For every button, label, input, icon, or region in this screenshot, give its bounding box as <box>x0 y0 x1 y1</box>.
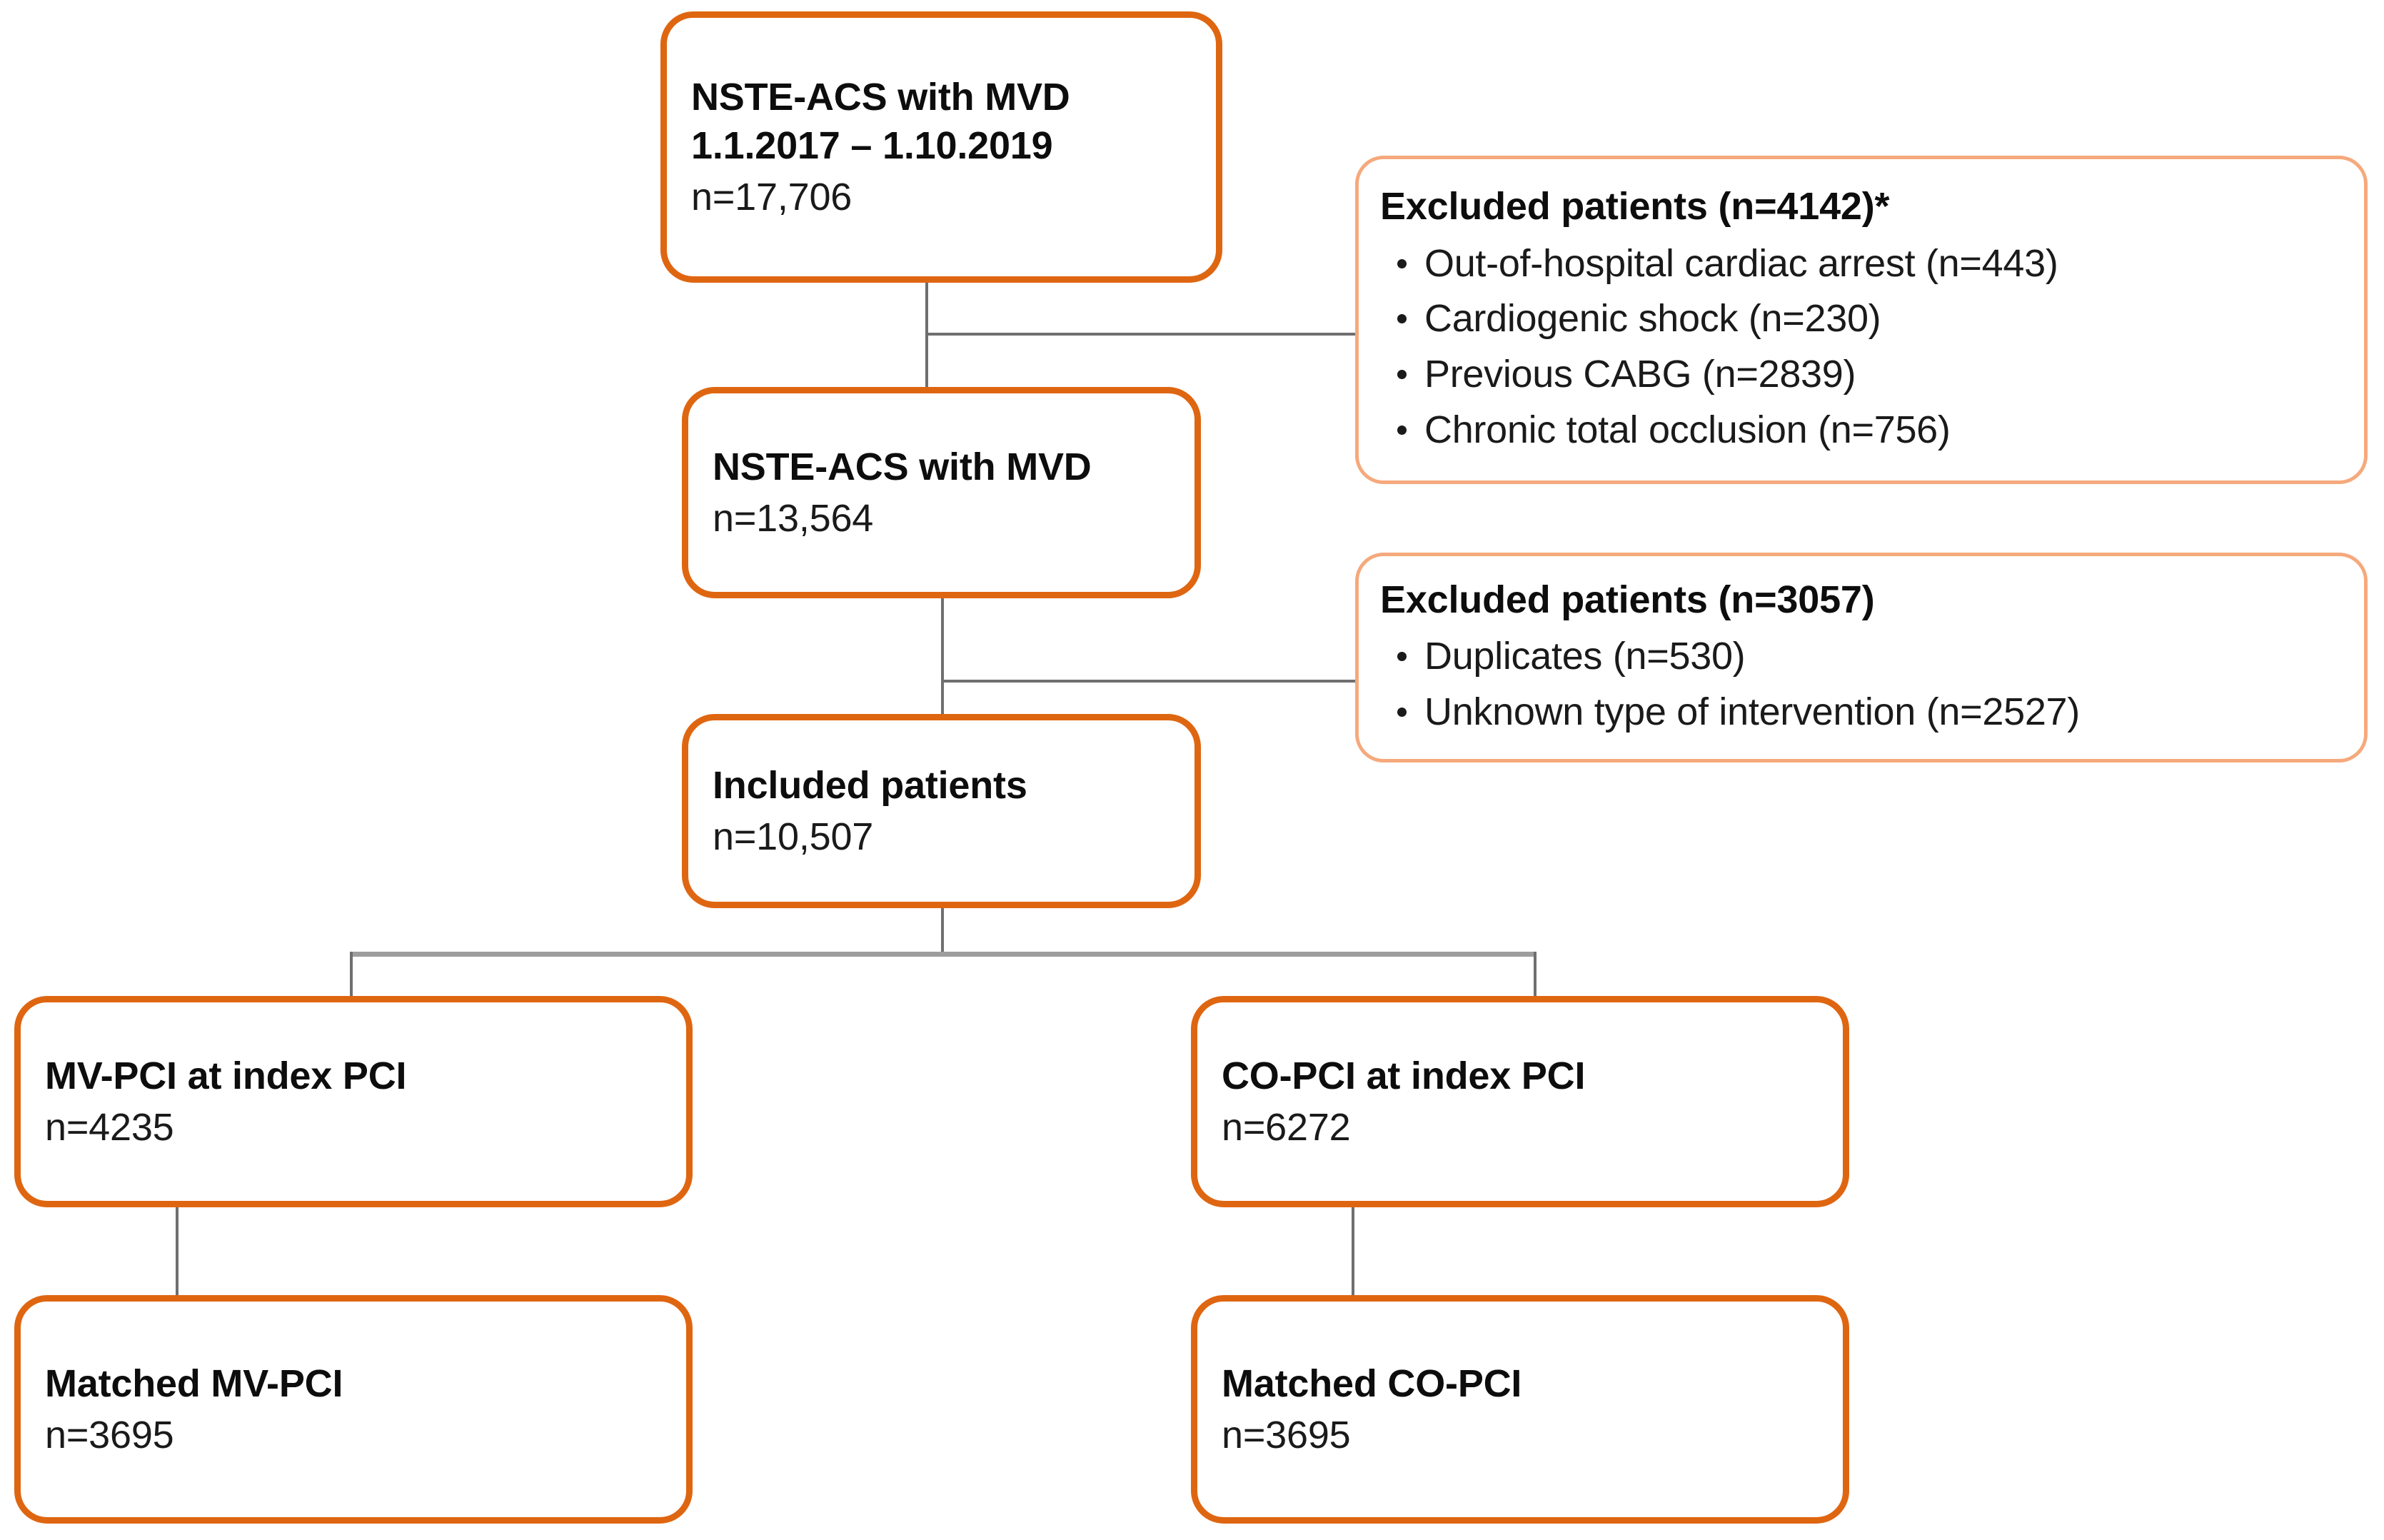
node-included-patients: Included patients n=10,507 <box>682 714 1201 908</box>
node-exclusion-2: Excluded patients (n=3057) Duplicates (n… <box>1355 553 2368 763</box>
exclusion-2-list: Duplicates (n=530) Unknown type of inter… <box>1380 629 2343 740</box>
node-matched-mv-pci-title: Matched MV-PCI <box>45 1362 343 1405</box>
node-matched-mv-pci: Matched MV-PCI n=3695 <box>14 1295 693 1524</box>
node-exclusion-1: Excluded patients (n=4142)* Out-of-hospi… <box>1355 156 2368 484</box>
connector-split-bus <box>350 952 1536 957</box>
node-co-pci: CO-PCI at index PCI n=6272 <box>1191 996 1849 1207</box>
list-item: Duplicates (n=530) <box>1380 629 2343 685</box>
node-included-patients-title: Included patients <box>713 763 1027 807</box>
list-item: Chronic total occlusion (n=756) <box>1380 403 2343 458</box>
connector-co-pci-to-matched <box>1352 1207 1354 1295</box>
node-matched-co-pci-title: Matched CO-PCI <box>1222 1362 1522 1405</box>
list-item: Out-of-hospital cardiac arrest (n=443) <box>1380 236 2343 292</box>
connector-to-exclusion-1 <box>925 333 1358 336</box>
list-item: Cardiogenic shock (n=230) <box>1380 291 2343 347</box>
node-after-first-exclusion-count: n=13,564 <box>713 497 874 540</box>
connector-to-exclusion-2 <box>941 680 1358 683</box>
connector-bus-to-co-pci <box>1534 952 1536 996</box>
node-included-patients-count: n=10,507 <box>713 815 874 858</box>
exclusion-1-heading: Excluded patients (n=4142)* <box>1380 185 1890 228</box>
node-matched-co-pci-count: n=3695 <box>1222 1414 1351 1456</box>
node-matched-mv-pci-count: n=3695 <box>45 1414 174 1456</box>
node-source-cohort: NSTE-ACS with MVD 1.1.2017 – 1.10.2019 n… <box>660 11 1222 283</box>
node-mv-pci-count: n=4235 <box>45 1106 174 1149</box>
connector-bus-to-mv-pci <box>350 952 353 996</box>
node-co-pci-title: CO-PCI at index PCI <box>1222 1054 1586 1097</box>
list-item: Previous CABG (n=2839) <box>1380 347 2343 403</box>
exclusion-1-list: Out-of-hospital cardiac arrest (n=443) C… <box>1380 236 2343 458</box>
node-co-pci-count: n=6272 <box>1222 1106 1351 1149</box>
list-item: Unknown type of intervention (n=2527) <box>1380 685 2343 740</box>
connector-mv-pci-to-matched <box>176 1207 178 1295</box>
connector-second-to-included <box>941 598 944 754</box>
node-after-first-exclusion: NSTE-ACS with MVD n=13,564 <box>682 387 1201 598</box>
exclusion-2-heading: Excluded patients (n=3057) <box>1380 578 1875 622</box>
node-mv-pci: MV-PCI at index PCI n=4235 <box>14 996 693 1207</box>
node-after-first-exclusion-title: NSTE-ACS with MVD <box>713 445 1092 488</box>
node-source-cohort-title: NSTE-ACS with MVD 1.1.2017 – 1.10.2019 <box>691 75 1070 167</box>
node-matched-co-pci: Matched CO-PCI n=3695 <box>1191 1295 1849 1524</box>
connector-included-to-bus <box>941 908 944 955</box>
node-source-cohort-count: n=17,706 <box>691 176 852 219</box>
node-mv-pci-title: MV-PCI at index PCI <box>45 1054 407 1097</box>
